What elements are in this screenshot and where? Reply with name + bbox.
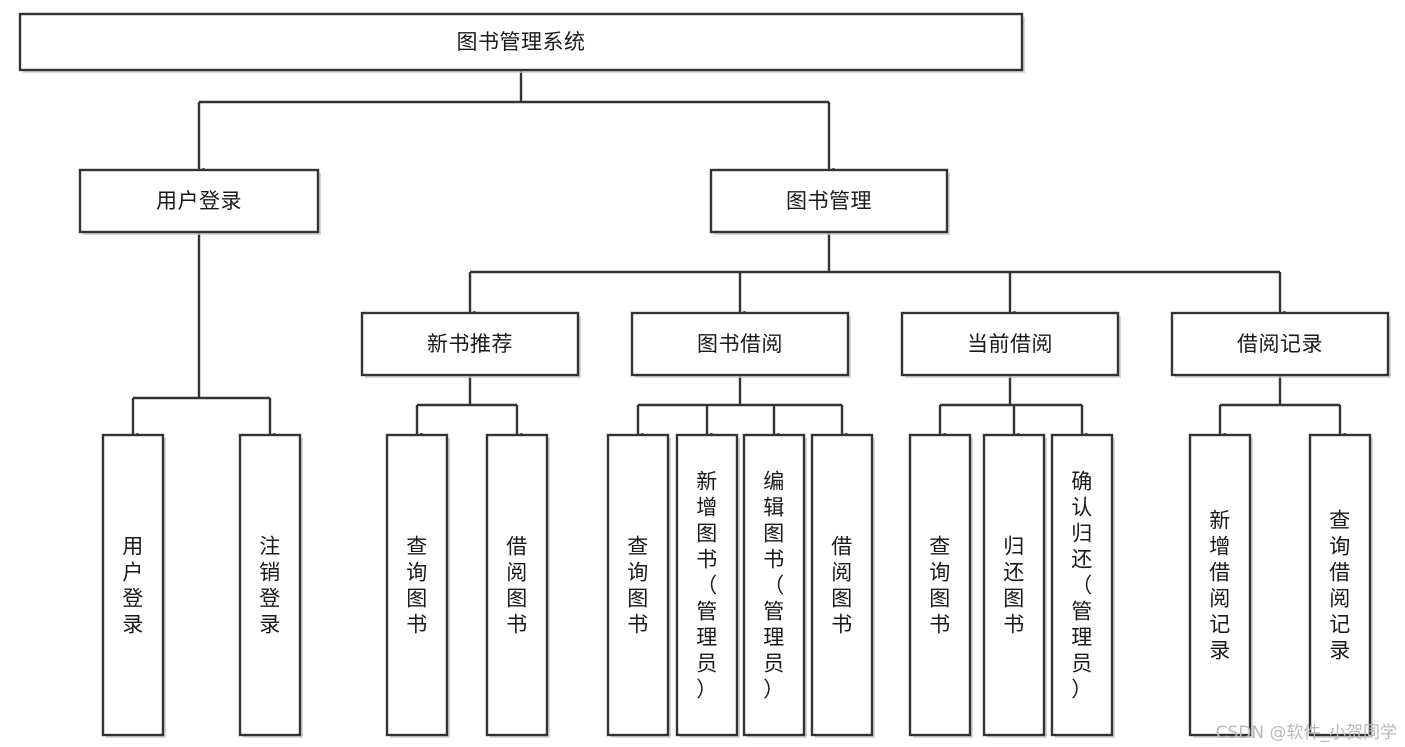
- node-box[interactable]: [1170, 311, 1390, 377]
- node-label: 用户登录: [156, 189, 242, 213]
- node-label: 查询图书: [929, 534, 951, 636]
- node-leaf-query-record[interactable]: 查询借阅记录: [1308, 433, 1373, 738]
- node-label: 当前借阅: [967, 332, 1053, 356]
- node-box[interactable]: [908, 433, 972, 737]
- node-box[interactable]: [675, 433, 739, 737]
- node-label: 新书推荐: [427, 332, 513, 356]
- node-box[interactable]: [101, 433, 165, 737]
- node-label: 图书借阅: [697, 332, 783, 356]
- node-box[interactable]: [810, 433, 874, 737]
- node-label: 新增借阅记录: [1209, 508, 1231, 662]
- node-new-book-recommend[interactable]: 新书推荐: [360, 311, 581, 378]
- node-leaf-add-record[interactable]: 新增借阅记录: [1188, 433, 1253, 738]
- node-label: 确认归还（管理员）: [1071, 469, 1093, 701]
- node-box[interactable]: [630, 311, 850, 377]
- node-box[interactable]: [78, 168, 320, 234]
- node-leaf-query-book-3[interactable]: 查询图书: [908, 433, 973, 738]
- node-label: 新增图书（管理员）: [696, 469, 718, 701]
- node-leaf-query-book-2[interactable]: 查询图书: [606, 433, 671, 738]
- node-label: 查询借阅记录: [1329, 508, 1351, 662]
- node-box[interactable]: [742, 433, 806, 737]
- node-box[interactable]: [238, 433, 302, 737]
- node-user-login[interactable]: 用户登录: [78, 168, 321, 235]
- node-box[interactable]: [606, 433, 670, 737]
- node-leaf-edit-book[interactable]: 编辑图书（管理员）: [742, 433, 807, 738]
- node-label: 查询图书: [406, 534, 428, 636]
- node-label: 注销登录: [259, 534, 281, 636]
- node-leaf-user-login[interactable]: 用户登录: [101, 433, 166, 738]
- node-box[interactable]: [900, 311, 1120, 377]
- node-box[interactable]: [360, 311, 580, 377]
- node-leaf-borrow-book-1[interactable]: 借阅图书: [485, 433, 550, 738]
- node-label: 归还图书: [1003, 534, 1025, 636]
- connector-group-edge-current-bus: [940, 375, 1082, 434]
- node-box[interactable]: [385, 433, 449, 737]
- node-leaf-logout[interactable]: 注销登录: [238, 433, 303, 738]
- connector-group-edge-userlogin-bus: [133, 232, 270, 434]
- node-borrow-record[interactable]: 借阅记录: [1170, 311, 1391, 378]
- connector-group-edge-borrow-bus: [638, 375, 842, 434]
- node-label: 借阅图书: [831, 534, 853, 636]
- node-leaf-query-book-1[interactable]: 查询图书: [385, 433, 450, 738]
- node-label: 图书管理: [786, 189, 872, 213]
- node-label: 图书管理系统: [457, 30, 586, 54]
- node-leaf-add-book[interactable]: 新增图书（管理员）: [675, 433, 740, 738]
- node-box[interactable]: [982, 433, 1046, 737]
- node-box[interactable]: [1050, 433, 1114, 737]
- node-label: 查询图书: [627, 534, 649, 636]
- node-book-borrow[interactable]: 图书借阅: [630, 311, 851, 378]
- connector-group-edge-bookmanage-bus: [470, 232, 1280, 312]
- connector-group-edge-recommend-bus: [417, 375, 517, 434]
- node-box[interactable]: [1308, 433, 1372, 737]
- node-leaf-borrow-book-2[interactable]: 借阅图书: [810, 433, 875, 738]
- node-label: 编辑图书（管理员）: [763, 469, 785, 701]
- connector-group-edge-root-bus: [199, 70, 829, 169]
- nodes-layer: 图书管理系统用户登录图书管理新书推荐图书借阅当前借阅借阅记录用户登录注销登录查询…: [18, 12, 1391, 738]
- node-leaf-confirm-return[interactable]: 确认归还（管理员）: [1050, 433, 1115, 738]
- node-book-manage[interactable]: 图书管理: [709, 168, 950, 235]
- node-box[interactable]: [1188, 433, 1252, 737]
- node-leaf-return-book[interactable]: 归还图书: [982, 433, 1047, 738]
- node-label: 借阅记录: [1237, 332, 1323, 356]
- node-current-borrow[interactable]: 当前借阅: [900, 311, 1121, 378]
- node-box[interactable]: [709, 168, 949, 234]
- node-box[interactable]: [18, 12, 1024, 72]
- node-label: 借阅图书: [506, 534, 528, 636]
- node-root[interactable]: 图书管理系统: [18, 12, 1025, 73]
- edges-layer: [133, 70, 1340, 434]
- node-label: 用户登录: [122, 534, 144, 636]
- connector-group-edge-record-bus: [1220, 375, 1340, 434]
- node-box[interactable]: [485, 433, 549, 737]
